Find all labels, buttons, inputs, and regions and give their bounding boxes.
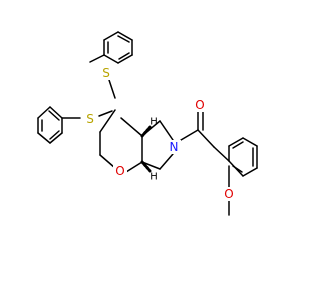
atom-n-ring: N [170, 140, 179, 154]
label-mask [193, 98, 207, 112]
bond [108, 79, 116, 99]
atom-s-upper: S [102, 66, 110, 80]
bond [117, 54, 133, 64]
label-mask [83, 112, 97, 126]
bond [98, 110, 113, 117]
bond [117, 35, 130, 43]
label-mask [99, 66, 113, 80]
label-mask [167, 140, 181, 154]
atom-o-carbonyl: O [195, 98, 204, 112]
atom-labels: S S O N O O H H [83, 66, 236, 201]
bond [48, 110, 60, 121]
bond [49, 132, 63, 144]
atom-o-ring: O [115, 164, 124, 178]
bond [228, 137, 244, 147]
bond [197, 129, 215, 148]
bond [99, 109, 116, 133]
bonds [37, 31, 258, 216]
bond [89, 54, 105, 63]
bond [140, 125, 152, 138]
bond [242, 167, 258, 177]
label-mask [113, 164, 127, 178]
bond [242, 137, 258, 147]
bond [103, 31, 119, 41]
label-mask [222, 187, 236, 201]
bond [37, 132, 51, 144]
bond [49, 106, 63, 119]
bond [118, 52, 130, 60]
atom-o-methoxy: O [224, 187, 233, 201]
bond [159, 153, 174, 170]
bond [232, 141, 244, 149]
atom-h-upper: H [150, 117, 158, 128]
bond [232, 165, 243, 173]
background [0, 0, 300, 300]
atom-s-lower: S [86, 112, 94, 126]
bond [125, 161, 143, 173]
bond [37, 106, 51, 119]
bond [140, 160, 152, 173]
bond [103, 54, 119, 64]
bond [159, 120, 174, 141]
bond [141, 161, 161, 170]
bond [99, 154, 116, 169]
bond [49, 130, 60, 140]
atom-h-lower: H [150, 172, 158, 183]
bond [180, 129, 199, 141]
bond [120, 117, 143, 137]
molecule-structure: S S O N O O H H [0, 0, 300, 300]
bond [213, 146, 230, 162]
bond [117, 31, 133, 41]
